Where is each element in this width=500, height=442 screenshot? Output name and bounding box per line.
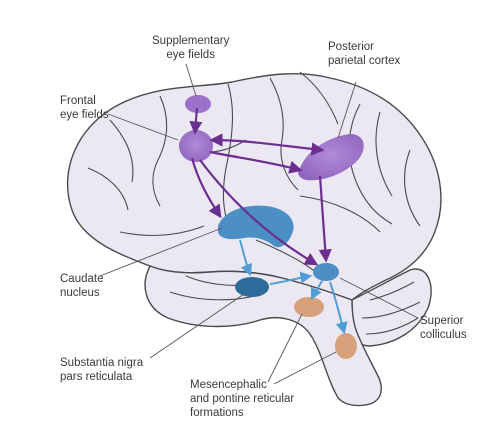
fef-ppc-lower-arrow xyxy=(209,150,303,174)
label-superior-colliculus: Superior colliculus xyxy=(420,315,467,341)
label-caudate-nucleus: Caudate nucleus xyxy=(60,273,104,299)
colliculus-to-reticular-2-arrow xyxy=(329,281,348,335)
colliculus-to-reticular-1-arrow xyxy=(310,280,323,301)
pontine-reticular-region-2 xyxy=(335,333,357,359)
sef-to-fef-arrow xyxy=(189,107,203,135)
leader-caudate xyxy=(99,227,223,277)
cerebrum-outline xyxy=(66,72,442,301)
label-supplementary-eye-fields: Supplementary eye fields xyxy=(152,35,230,61)
leader-fef xyxy=(107,113,179,141)
fef-ppc-upper-arrow xyxy=(209,133,325,156)
frontal-eye-field-region xyxy=(179,130,213,162)
label-substantia-nigra: Substantia nigra pars reticulata xyxy=(60,357,144,383)
supplementary-eye-field-region xyxy=(185,95,211,113)
leader-sef xyxy=(185,63,197,97)
substantia-nigra-region xyxy=(235,277,269,297)
nigra-to-colliculus-arrow xyxy=(269,271,313,285)
label-frontal-eye-fields: Frontal eye fields xyxy=(60,95,109,121)
fef-to-caudate-arrow xyxy=(190,157,222,219)
leader-ppc xyxy=(337,81,357,139)
leader-reticular-1 xyxy=(267,313,303,383)
ppc-to-colliculus-arrow xyxy=(318,175,332,263)
label-posterior-parietal-cortex: Posterior parietal cortex xyxy=(328,41,401,67)
leader-colliculus xyxy=(339,277,419,319)
brainstem-outline xyxy=(144,265,382,407)
posterior-parietal-region xyxy=(298,134,364,181)
superior-colliculus-region xyxy=(313,263,339,281)
fef-to-colliculus-arrow xyxy=(199,159,319,266)
leader-nigra xyxy=(149,293,245,359)
caudate-to-nigra-arrow xyxy=(239,239,253,277)
leader-reticular-2 xyxy=(273,351,337,385)
label-reticular-formations: Mesencephalic and pontine reticular form… xyxy=(190,379,295,419)
pontine-reticular-region-1 xyxy=(294,297,324,317)
